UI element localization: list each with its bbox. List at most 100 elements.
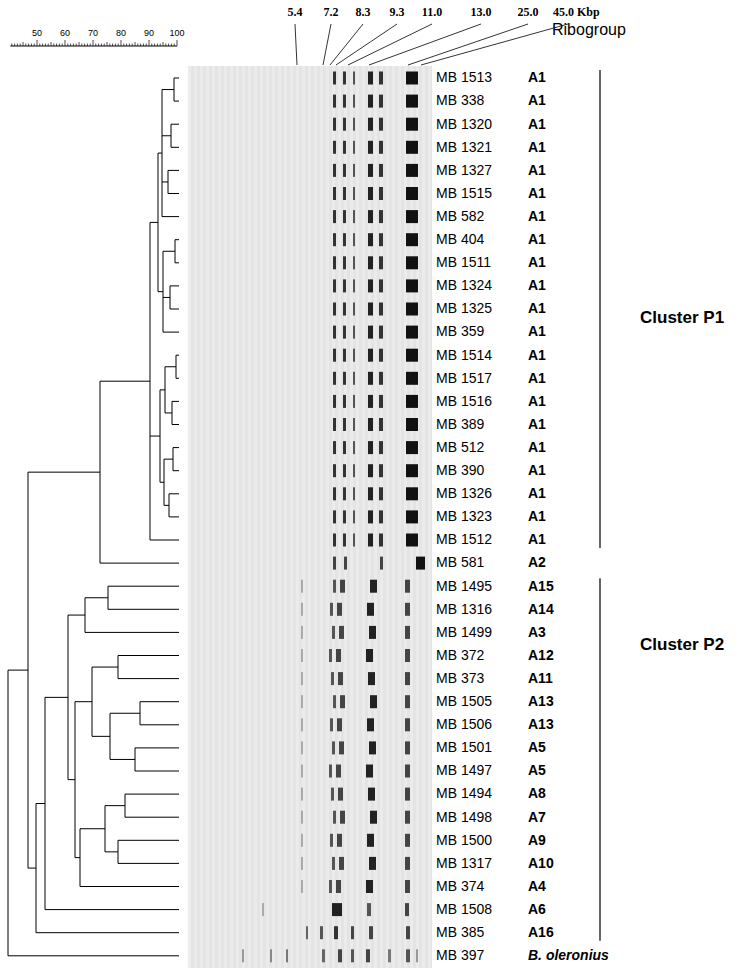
gel-band xyxy=(368,233,373,246)
scale-tick xyxy=(11,44,12,47)
scale-tick xyxy=(87,44,88,47)
scale-number: 80 xyxy=(116,29,126,39)
gel-band xyxy=(368,372,373,385)
ribogroup: A3 xyxy=(528,625,546,640)
gel-band xyxy=(368,279,373,292)
gel-texture xyxy=(374,66,377,968)
strain-name: MB 1494 xyxy=(436,786,492,801)
gel-band xyxy=(370,695,377,708)
gel-band xyxy=(406,349,418,362)
gel-band xyxy=(405,626,410,639)
strain-name: MB 389 xyxy=(436,417,484,432)
dendrogram-branch xyxy=(28,868,36,869)
gel-band xyxy=(368,187,373,200)
gel-band xyxy=(368,326,373,339)
dendrogram-branch xyxy=(125,794,179,795)
gel-band xyxy=(343,372,346,385)
gel-band xyxy=(301,603,303,616)
dendrogram-branch xyxy=(68,779,75,780)
ribogroup: A1 xyxy=(528,209,546,224)
gel-band xyxy=(353,303,355,316)
ribogroup: A11 xyxy=(528,671,553,686)
gel-texture xyxy=(224,66,227,968)
ribogroup: A1 xyxy=(528,278,546,293)
gel-band xyxy=(368,672,375,685)
gel-band xyxy=(406,141,418,154)
dendrogram-branch xyxy=(164,505,169,506)
gel-band xyxy=(406,164,418,177)
gel-band xyxy=(405,580,410,593)
ribogroup: A6 xyxy=(528,902,546,917)
strain-name: MB 1514 xyxy=(436,348,492,363)
gel-band xyxy=(337,603,342,616)
strain-name: MB 404 xyxy=(436,232,484,247)
gel-band xyxy=(406,418,418,431)
gel-texture xyxy=(332,66,335,968)
dendrogram-branch xyxy=(85,632,179,633)
ribogroup: A1 xyxy=(528,486,546,501)
strain-name: MB 1321 xyxy=(436,140,492,155)
dendrogram-branch xyxy=(28,472,100,473)
dendrogram-branch xyxy=(8,670,9,956)
gel-band xyxy=(379,464,383,477)
gel-band xyxy=(333,256,336,269)
dendrogram-branch xyxy=(100,563,179,564)
ribogroup: A16 xyxy=(528,925,554,940)
dendrogram-branch xyxy=(75,701,92,702)
gel-band xyxy=(331,672,334,685)
dendrogram-branch xyxy=(150,436,160,437)
ribogroup: A1 xyxy=(528,255,546,270)
scale-tick xyxy=(171,44,172,47)
cluster-bracket xyxy=(599,578,600,941)
gel-band xyxy=(406,303,418,316)
dendrogram-branch xyxy=(110,759,135,760)
cluster-bracket xyxy=(599,70,600,548)
gel-band xyxy=(353,326,355,339)
gel-band xyxy=(353,164,355,177)
gel-band xyxy=(379,395,383,408)
dendrogram-branch xyxy=(174,78,179,79)
ribogroup: A1 xyxy=(528,394,546,409)
gel-texture xyxy=(212,66,215,968)
size-label: 8.3 xyxy=(356,6,371,19)
strain-name: MB 1498 xyxy=(436,810,492,825)
dendrogram-branch xyxy=(92,736,110,737)
gel-band xyxy=(368,118,373,131)
gel-band xyxy=(368,141,373,154)
scale-tick xyxy=(151,44,152,47)
gel-band xyxy=(332,857,335,870)
strain-name: MB 1324 xyxy=(436,278,492,293)
ribogroup: A5 xyxy=(528,740,546,755)
gel-texture xyxy=(380,66,383,968)
dendrogram-branch xyxy=(173,470,179,471)
dendrogram-branch xyxy=(85,597,108,598)
scale-tick xyxy=(45,44,46,47)
gel-band xyxy=(406,487,418,500)
dendrogram-branch xyxy=(92,667,118,668)
scale-tick xyxy=(14,44,15,47)
gel-band xyxy=(343,256,346,269)
scale-tick xyxy=(123,44,124,47)
scale-tick xyxy=(149,40,150,46)
gel-band xyxy=(369,926,373,939)
gel-band xyxy=(242,949,244,962)
gel-band xyxy=(343,326,346,339)
gel-band xyxy=(416,557,425,570)
gel-band xyxy=(343,118,346,131)
dendrogram-branch xyxy=(118,655,179,656)
gel-band xyxy=(406,949,410,962)
gel-band xyxy=(406,72,418,85)
strain-name: MB 1500 xyxy=(436,833,492,848)
gel-band xyxy=(301,626,303,639)
gel-texture xyxy=(188,66,191,968)
strain-name: MB 1513 xyxy=(436,70,492,85)
gel-band xyxy=(367,718,374,731)
gel-band xyxy=(336,880,341,893)
strain-name: MB 359 xyxy=(436,324,484,339)
dendrogram-branch xyxy=(171,124,179,125)
gel-band xyxy=(405,834,410,847)
gel-band xyxy=(343,141,346,154)
ribogroup: A4 xyxy=(528,879,546,894)
gel-band xyxy=(406,510,418,523)
gel-band xyxy=(406,926,410,939)
